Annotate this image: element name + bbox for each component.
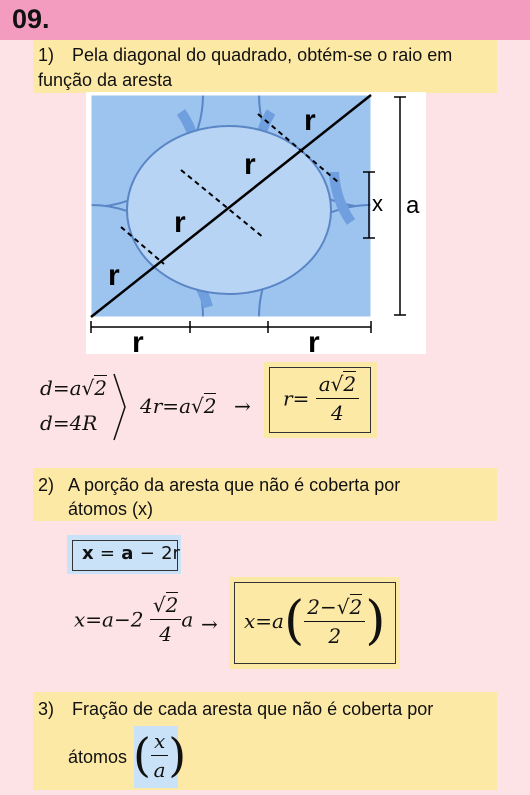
step-3-band [33, 692, 497, 790]
step-1-line1: Pela diagonal do quadrado, obtém-se o ra… [72, 45, 453, 65]
label-r-mid-upper: r [244, 148, 256, 181]
eq-4r-a-root2: 4r=a√2 [140, 393, 217, 418]
label-a: a [406, 192, 420, 219]
step-2-index: 2) [38, 475, 55, 495]
corner-atom-tl [91, 95, 204, 208]
step-2-band [33, 468, 497, 521]
problem-number: 09. [12, 4, 50, 34]
label-r-bottom-right: r [308, 326, 320, 354]
step-3-line2: átomos [68, 747, 128, 767]
step-2-line1: A porção da aresta que não é coberta por [68, 475, 401, 495]
eq-d-a-root2: d=a√2 [40, 375, 107, 400]
label-r-top: r [304, 104, 316, 137]
step-1-line2: função da aresta [38, 70, 173, 90]
label-r-lower-left: r [108, 259, 120, 292]
step-3-index: 3) [38, 699, 55, 719]
fraction-box [134, 726, 178, 788]
eq-d-4R: d=4R [40, 411, 98, 435]
label-x: x [372, 191, 383, 216]
unit-cell-figure: r r r r r r x a [86, 92, 426, 354]
r-result-box [264, 362, 377, 438]
corner-atom-br [258, 204, 371, 317]
step-1-band [33, 40, 497, 93]
brace-icon [113, 373, 126, 441]
atoms-cross-section [91, 95, 371, 317]
x-result-box [229, 577, 400, 669]
header-bar: 09. [0, 0, 530, 40]
step-2-line2: átomos (x) [68, 499, 154, 519]
diagonal-line [90, 94, 372, 318]
corner-atom-tr [258, 95, 371, 208]
arrow-icon-2: → [201, 612, 218, 636]
label-r-mid-lower: r [174, 206, 186, 239]
step-3-line1: Fração de cada aresta que não é coberta … [72, 699, 434, 719]
eq-x-def: x = a − 2r [82, 543, 180, 564]
label-r-bottom-left: r [132, 326, 144, 354]
step-1-index: 1) [38, 45, 55, 65]
arrow-icon: → [234, 394, 251, 418]
